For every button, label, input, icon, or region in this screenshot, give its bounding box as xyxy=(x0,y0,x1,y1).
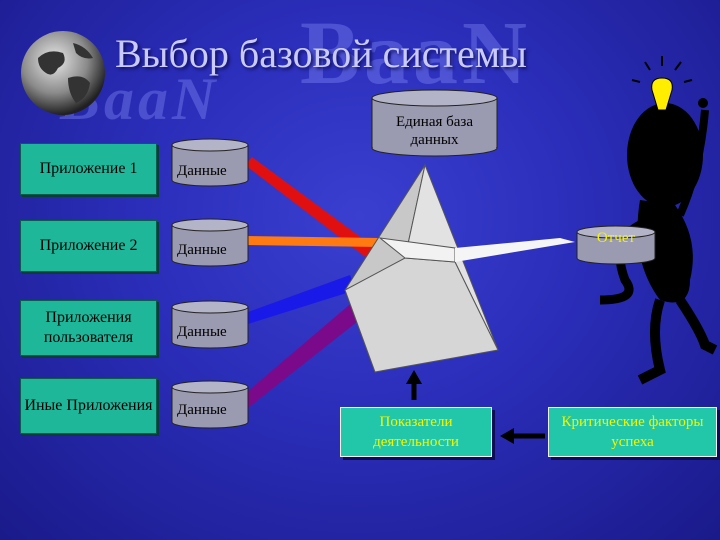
app-box-2: Приложение 2 xyxy=(20,220,157,272)
data-label-1: Данные xyxy=(177,163,227,179)
data-label-2: Данные xyxy=(177,242,227,258)
central-db-label: Единая база данных xyxy=(395,114,474,148)
app-label: Приложение 2 xyxy=(39,237,138,254)
data-label-4: Данные xyxy=(177,402,227,418)
pyramid-bottom-face xyxy=(344,257,499,373)
beam-white xyxy=(455,238,575,262)
indicators-label: Показатели деятельности xyxy=(373,414,459,450)
data-cylinder-3 xyxy=(171,300,249,349)
page-title: Выбор базовой системы xyxy=(115,31,527,76)
report-cylinder xyxy=(576,225,656,265)
app-label: Иные Приложения xyxy=(24,397,153,414)
data-label-3: Данные xyxy=(177,324,227,340)
beam-red xyxy=(245,157,378,262)
app-box-4: Иные Приложения xyxy=(20,378,157,434)
app-box-1: Приложение 1 xyxy=(20,143,157,195)
central-db-cylinder xyxy=(371,89,498,157)
success-factors-label: Критические факторы успеха xyxy=(561,414,704,450)
beam-orange xyxy=(245,236,380,247)
app-label: Приложение 1 xyxy=(39,160,138,177)
indicators-box: Показатели деятельности xyxy=(340,407,492,457)
data-cylinder-2 xyxy=(171,218,249,267)
lightbulb-icon xyxy=(631,56,693,111)
globe-icon xyxy=(21,31,105,115)
app-label: Приложения пользователя xyxy=(43,309,134,346)
data-cylinder-1 xyxy=(171,138,249,187)
beam-blue xyxy=(240,275,356,325)
report-label: Отчет xyxy=(596,230,636,246)
beam-purple xyxy=(240,300,362,408)
app-box-3: Приложения пользователя xyxy=(20,300,157,356)
data-cylinder-4 xyxy=(171,380,249,429)
watermark-top: BaaN xyxy=(300,4,532,103)
success-factors-box: Критические факторы успеха xyxy=(548,407,717,457)
